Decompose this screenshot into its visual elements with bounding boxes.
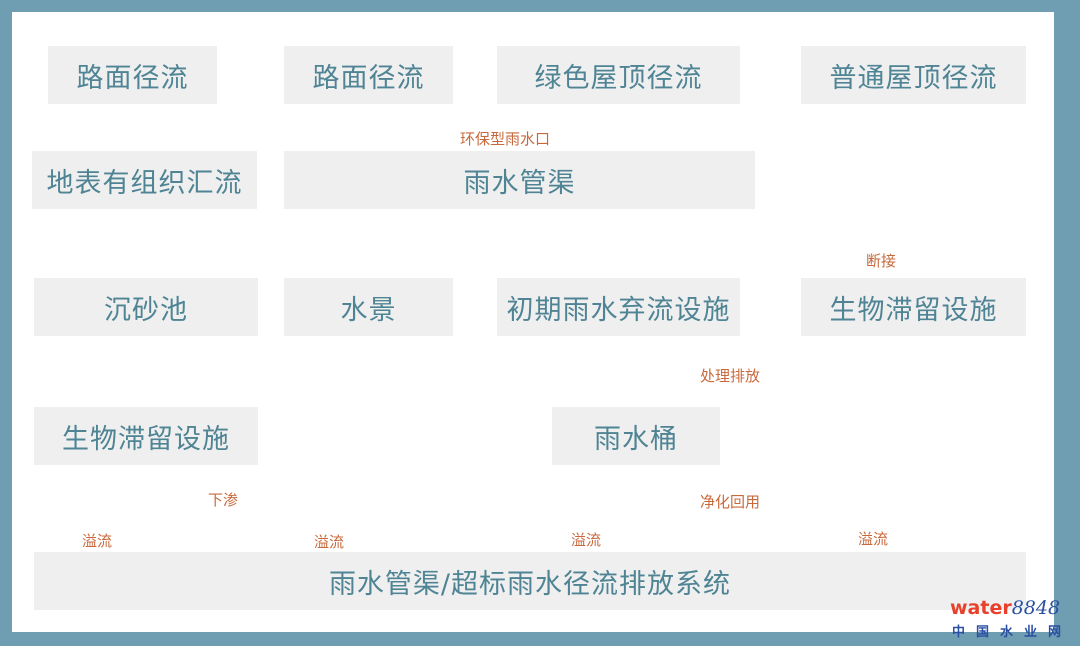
watermark-logo: water8848 中国水业网: [950, 597, 1075, 642]
box-first-flush: 初期雨水弃流设施: [497, 278, 740, 336]
watermark-subtitle: 中国水业网: [952, 625, 1073, 640]
box-normal-roof-runoff: 普通屋顶径流: [801, 46, 1026, 104]
box-rain-barrel: 雨水桶: [552, 407, 720, 465]
box-bioretention-right: 生物滞留设施: [801, 278, 1026, 336]
watermark-brand-b: 8848: [1011, 597, 1061, 619]
box-road-runoff-1: 路面径流: [48, 46, 217, 104]
box-surface-flow: 地表有组织汇流: [32, 151, 257, 209]
label-treat-discharge: 处理排放: [700, 367, 761, 385]
watermark-brand-a: water: [950, 597, 1012, 619]
box-rain-pipe: 雨水管渠: [284, 151, 755, 209]
label-infiltrate: 下渗: [208, 491, 239, 509]
label-overflow-4: 溢流: [858, 530, 889, 548]
box-water-feature: 水景: [284, 278, 453, 336]
box-grit-chamber: 沉砂池: [34, 278, 258, 336]
label-overflow-3: 溢流: [571, 531, 602, 549]
box-road-runoff-2: 路面径流: [284, 46, 453, 104]
label-overflow-1: 溢流: [82, 532, 113, 550]
watermark-brand: water8848: [950, 597, 1060, 619]
box-green-roof-runoff: 绿色屋顶径流: [497, 46, 740, 104]
box-bioretention-left: 生物滞留设施: [34, 407, 258, 465]
box-drain-system: 雨水管渠/超标雨水径流排放系统: [34, 552, 1026, 610]
label-purify-reuse: 净化回用: [700, 493, 761, 511]
label-disconnect: 断接: [866, 252, 897, 270]
label-eco-inlet: 环保型雨水口: [460, 130, 551, 148]
label-overflow-2: 溢流: [314, 533, 345, 551]
